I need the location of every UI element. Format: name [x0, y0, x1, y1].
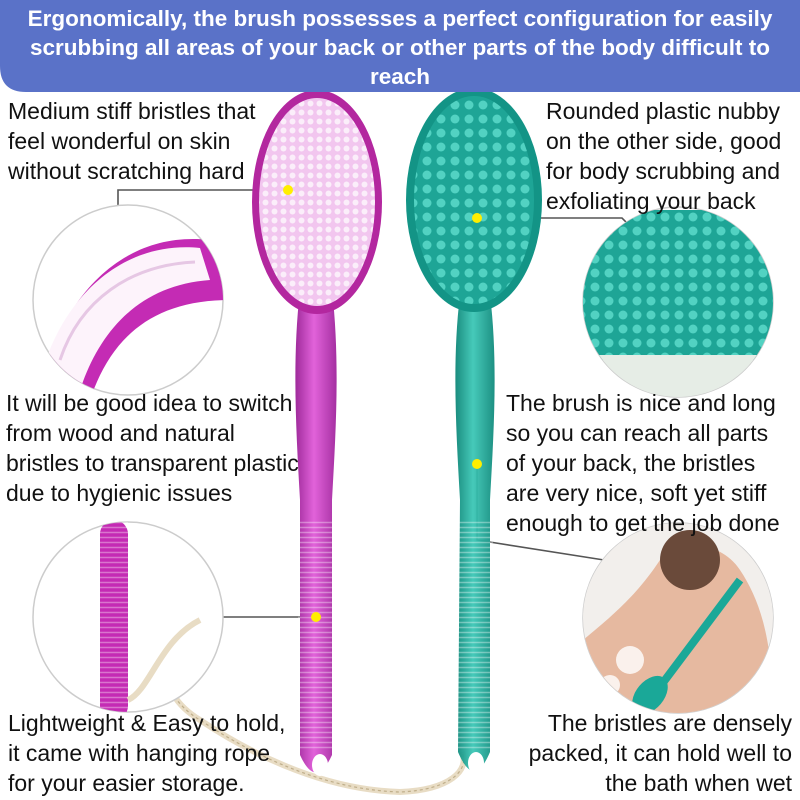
connector-bristles — [117, 189, 288, 210]
markers — [283, 185, 482, 622]
zoom-nubby — [582, 206, 774, 398]
zoom-bristles — [32, 204, 224, 396]
pink-brush — [252, 90, 382, 776]
marker-long — [472, 459, 482, 469]
headline-text: Ergonomically, the brush possesses a per… — [27, 6, 773, 89]
caption-nubby: Rounded plastic nubby on the other side,… — [546, 98, 782, 214]
marker-nubby — [472, 213, 482, 223]
caption-long: The brush is nice and long so you can re… — [506, 390, 780, 536]
zoom-handle — [32, 521, 224, 713]
teal-brush — [406, 88, 542, 774]
marker-grip — [311, 612, 321, 622]
marker-bristles — [283, 185, 293, 195]
caption-bristles: Medium stiff bristles that feel wonderfu… — [8, 98, 256, 184]
zoom-back — [582, 522, 774, 714]
caption-hygiene: It will be good idea to switch from wood… — [6, 390, 299, 506]
caption-dense: The bristles are densely packed, it can … — [528, 710, 792, 796]
headline-banner: Ergonomically, the brush possesses a per… — [0, 0, 800, 92]
caption-lightweight: Lightweight & Easy to hold, it came with… — [8, 710, 286, 796]
